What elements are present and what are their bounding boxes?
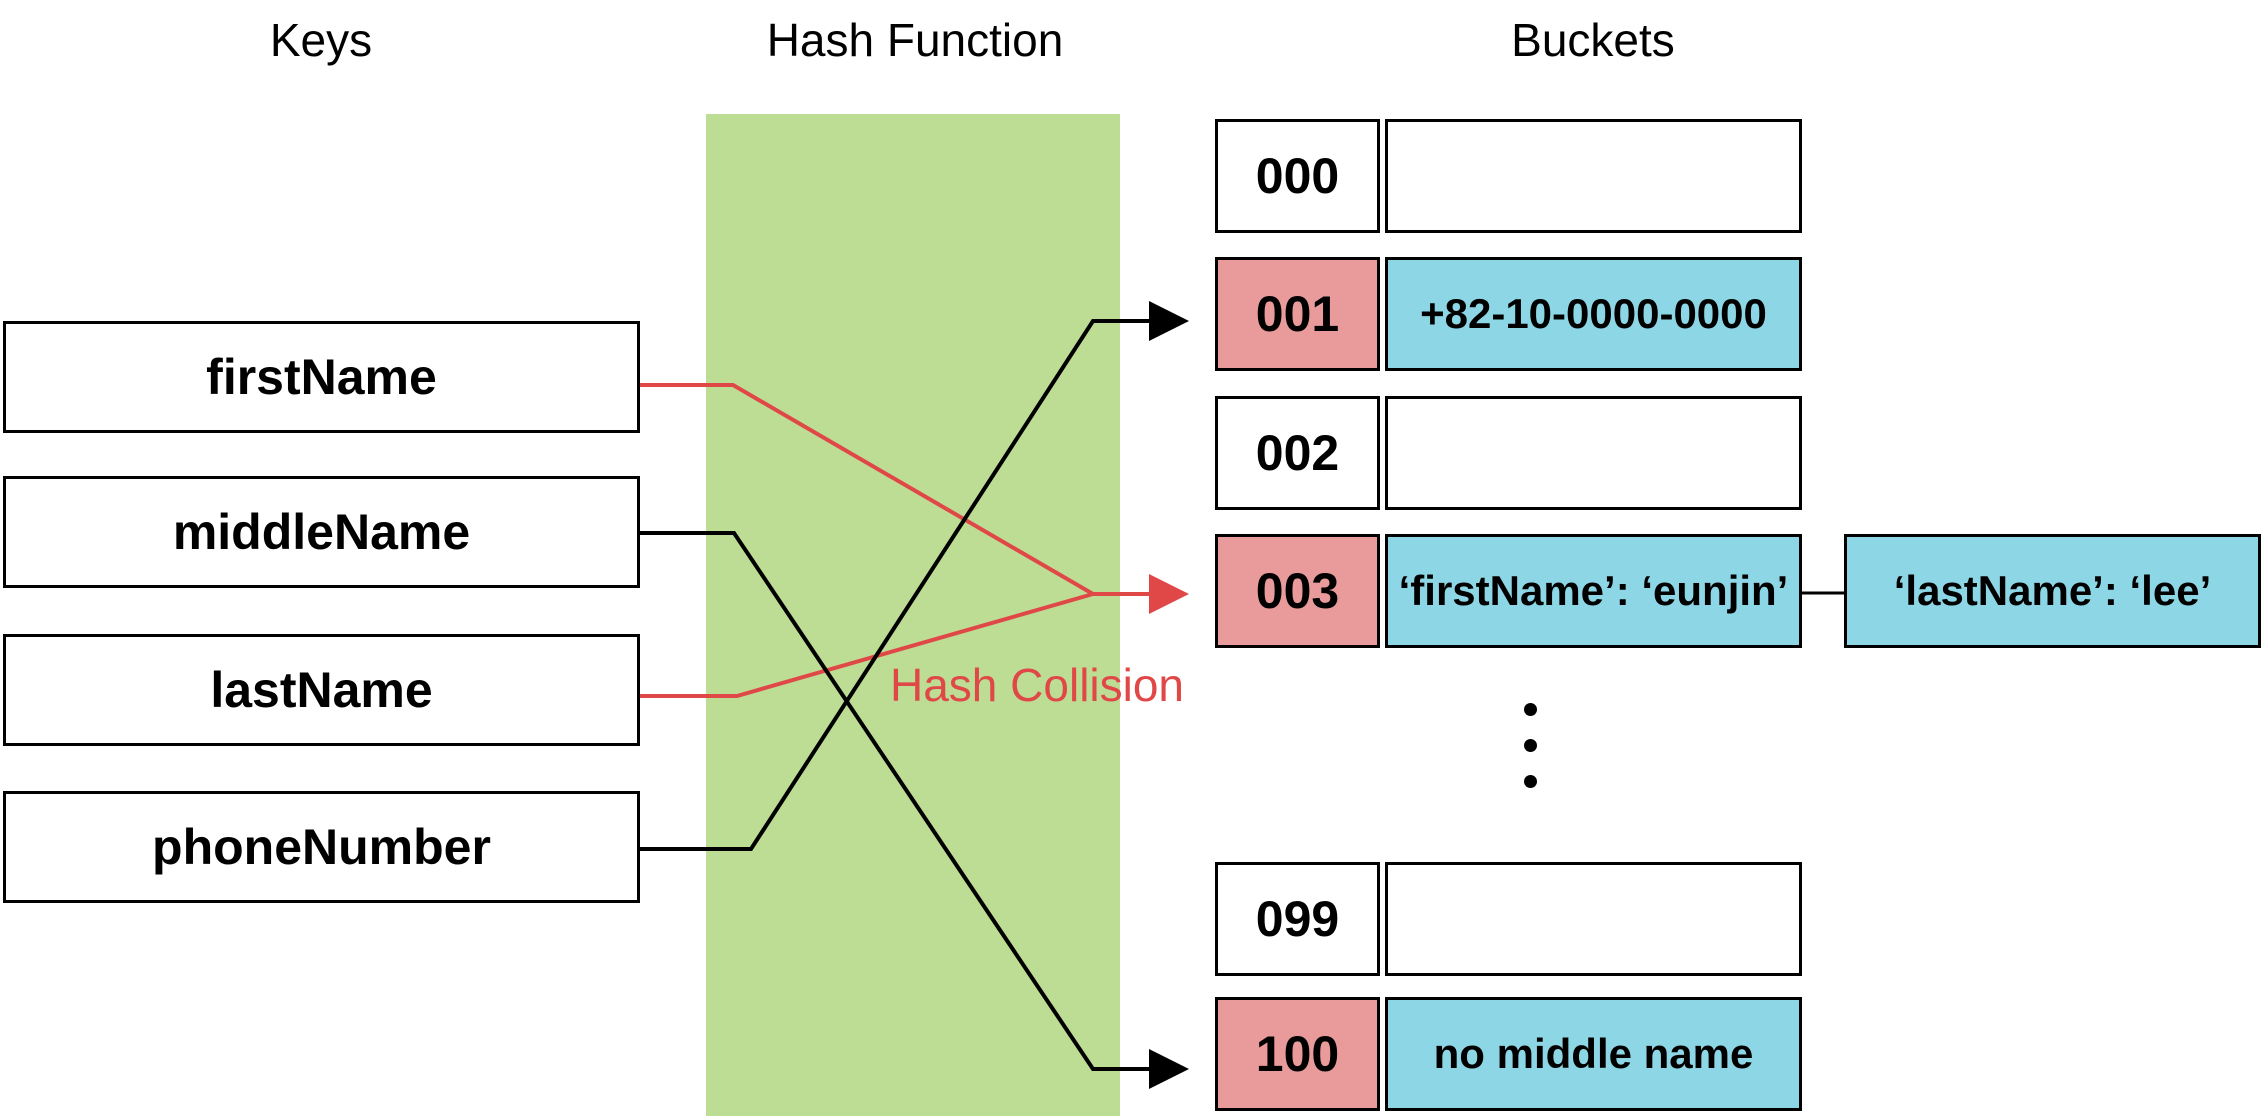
mapping-line-last-name xyxy=(640,592,1094,698)
bucket-ellipsis xyxy=(1522,703,1540,793)
bucket-value-099 xyxy=(1385,862,1802,976)
bucket-index-003: 003 xyxy=(1215,534,1380,648)
mapping-line-middle-name xyxy=(640,531,1189,1089)
key-middle-name: middleName xyxy=(3,476,640,588)
ellipsis-dot xyxy=(1524,775,1537,788)
hash-function-column-title: Hash Function xyxy=(766,14,1064,66)
chained-entry: ‘lastName’: ‘lee’ xyxy=(1844,534,2261,648)
key-last-name: lastName xyxy=(3,634,640,746)
ellipsis-dot xyxy=(1524,703,1537,716)
mapping-line-first-name xyxy=(640,383,1189,614)
mapping-line-phone-number xyxy=(640,301,1189,851)
bucket-value-001: +82-10-0000-0000 xyxy=(1385,257,1802,371)
key-first-name: firstName xyxy=(3,321,640,433)
keys-column-title: Keys xyxy=(269,14,373,66)
bucket-index-000: 000 xyxy=(1215,119,1380,233)
bucket-index-100: 100 xyxy=(1215,997,1380,1111)
hash-function-band xyxy=(706,114,1120,1116)
bucket-index-001: 001 xyxy=(1215,257,1380,371)
bucket-index-099: 099 xyxy=(1215,862,1380,976)
ellipsis-dot xyxy=(1524,739,1537,752)
bucket-value-002 xyxy=(1385,396,1802,510)
hash-collision-label: Hash Collision xyxy=(890,659,1185,711)
bucket-value-100: no middle name xyxy=(1385,997,1802,1111)
buckets-column-title: Buckets xyxy=(1511,14,1675,66)
bucket-value-000 xyxy=(1385,119,1802,233)
bucket-index-002: 002 xyxy=(1215,396,1380,510)
key-phone-number: phoneNumber xyxy=(3,791,640,903)
bucket-value-003: ‘firstName’: ‘eunjin’ xyxy=(1385,534,1802,648)
